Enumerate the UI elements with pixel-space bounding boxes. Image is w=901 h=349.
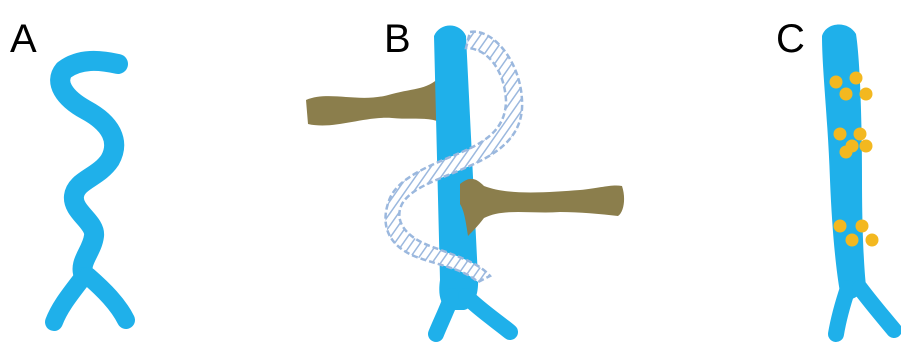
panel-a: A: [10, 17, 126, 322]
vessel-branch-left: [836, 288, 848, 334]
cell-right: [460, 179, 624, 236]
vessel-branch-right: [88, 276, 126, 320]
dot: [866, 234, 879, 247]
panel-b: B: [306, 17, 624, 334]
dot: [860, 140, 873, 153]
panel-c-label: C: [776, 17, 805, 61]
dot: [834, 220, 847, 233]
dot: [846, 234, 859, 247]
dot: [840, 146, 853, 159]
vessel-branch-right: [466, 296, 510, 332]
dot: [854, 128, 867, 141]
dot: [860, 88, 873, 101]
vessel-branch-left: [436, 296, 452, 334]
panel-a-label: A: [10, 17, 37, 61]
tortuous-vessel: [60, 61, 118, 276]
dot: [840, 88, 853, 101]
panel-c: C: [776, 17, 894, 334]
dot: [850, 72, 863, 85]
panel-b-label: B: [384, 17, 411, 61]
vessel-branch-right: [860, 288, 894, 330]
vessel-branch-left: [54, 276, 84, 322]
vessel-trunk: [822, 24, 866, 299]
dot: [830, 76, 843, 89]
dot: [834, 128, 847, 141]
dot: [856, 220, 869, 233]
